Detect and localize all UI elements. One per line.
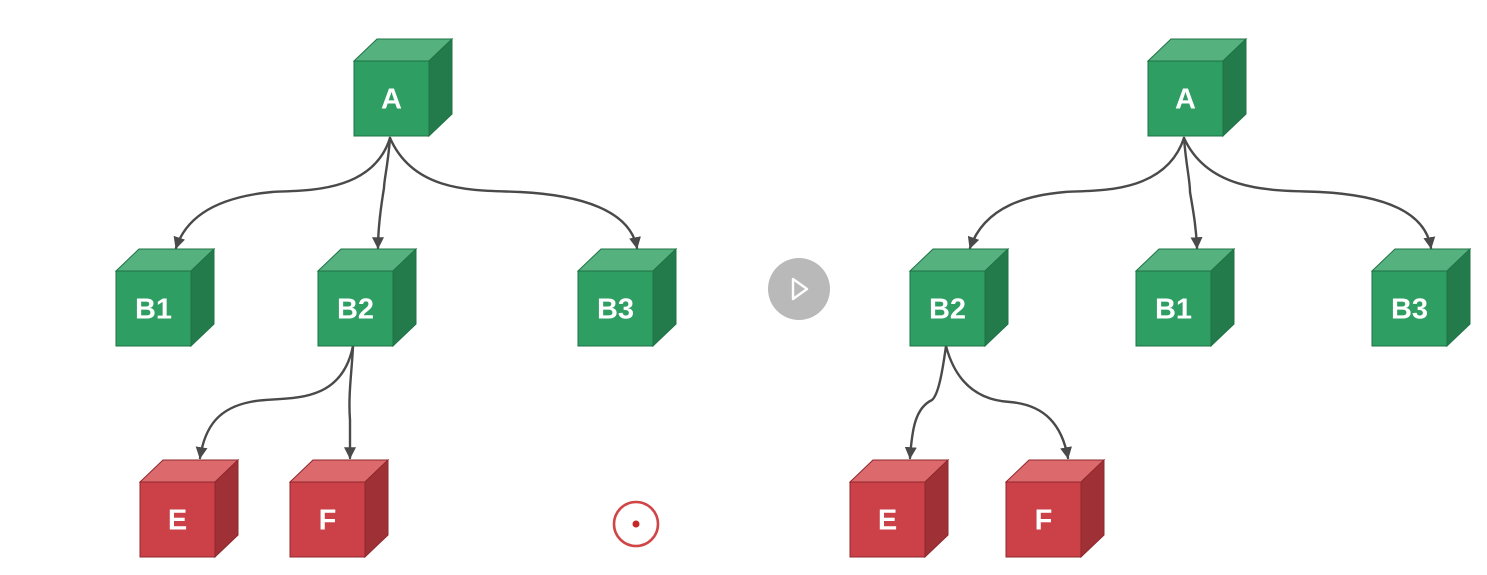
node-label: B2 bbox=[337, 294, 374, 326]
play-button-circle[interactable] bbox=[768, 258, 830, 320]
node-label: B3 bbox=[1391, 294, 1428, 326]
left-tree bbox=[173, 136, 641, 460]
play-button[interactable] bbox=[768, 258, 830, 320]
node-cube-a: A bbox=[352, 37, 454, 138]
node-cube-e: E bbox=[138, 458, 240, 559]
edge-b2-to-f bbox=[944, 344, 1072, 460]
cube-front-face bbox=[909, 270, 986, 347]
node-label: B3 bbox=[597, 294, 634, 326]
edge-a-to-b3 bbox=[1182, 136, 1436, 250]
cube-front-face bbox=[849, 481, 926, 558]
node-cube-b1: B1 bbox=[1134, 247, 1236, 348]
edge-b2-to-e bbox=[195, 344, 355, 460]
cube-front-face bbox=[353, 60, 430, 137]
edge-b2-to-f bbox=[344, 344, 356, 460]
edge-a-to-b1 bbox=[1182, 136, 1203, 250]
node-label: E bbox=[168, 505, 187, 537]
node-cube-f: F bbox=[1004, 458, 1106, 559]
node-label: F bbox=[319, 505, 337, 537]
node-label: B1 bbox=[135, 294, 172, 326]
node-label: A bbox=[1175, 84, 1196, 116]
cube-front-face bbox=[1135, 270, 1212, 347]
edge-a-to-b2 bbox=[967, 136, 1186, 250]
cube-front-face bbox=[139, 481, 216, 558]
node-cube-b2: B2 bbox=[316, 247, 418, 348]
edge-a-to-b1 bbox=[173, 136, 392, 250]
cube-front-face bbox=[1371, 270, 1448, 347]
cube-front-face bbox=[289, 481, 366, 558]
cube-front-face bbox=[1005, 481, 1082, 558]
play-icon bbox=[791, 277, 809, 301]
node-label: B1 bbox=[1155, 294, 1192, 326]
node-cube-b2: B2 bbox=[908, 247, 1010, 348]
node-cubes: A B1 B2 B3E F A B2 B1 B3E F bbox=[114, 37, 1472, 559]
node-label: A bbox=[381, 84, 402, 116]
cube-front-face bbox=[115, 270, 192, 347]
edge-b2-to-e bbox=[904, 344, 948, 460]
node-label: E bbox=[878, 505, 897, 537]
edge-a-to-b3 bbox=[388, 136, 641, 250]
node-cube-b1: B1 bbox=[114, 247, 216, 348]
edge-a-to-b2 bbox=[372, 136, 392, 250]
cube-front-face bbox=[577, 270, 654, 347]
right-tree bbox=[904, 136, 1436, 460]
node-cube-b3: B3 bbox=[576, 247, 678, 348]
node-cube-e: E bbox=[848, 458, 950, 559]
node-label: F bbox=[1035, 505, 1053, 537]
cube-front-face bbox=[1147, 60, 1224, 137]
cursor-indicator-icon bbox=[612, 500, 660, 548]
node-cube-f: F bbox=[288, 458, 390, 559]
node-label: B2 bbox=[929, 294, 966, 326]
cube-front-face bbox=[317, 270, 394, 347]
node-cube-a: A bbox=[1146, 37, 1248, 138]
node-cube-b3: B3 bbox=[1370, 247, 1472, 348]
